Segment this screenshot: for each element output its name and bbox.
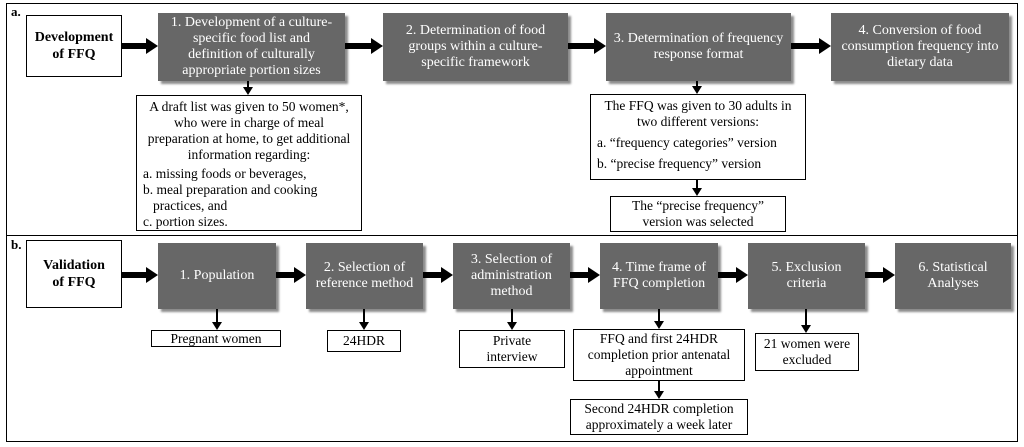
ffq-versions-note: The FFQ was given to 30 adults in two di… — [590, 94, 806, 180]
draft-intro-line3: preparation at home, to get additional — [147, 131, 351, 146]
dev-step-1: 1. Development of a culture- specific fo… — [158, 13, 345, 81]
draft-intro-line2: who were in charge of meal — [173, 115, 325, 130]
dev-step-4-line3: dietary data — [887, 55, 953, 70]
val-step-5-line1: 5. Exclusion — [771, 260, 842, 275]
val-step-4: 4. Time frame of FFQ completion — [600, 243, 718, 309]
panel-a-label: a. — [11, 4, 21, 19]
draft-item-b: b. meal preparation and cooking practice… — [143, 182, 318, 213]
dev-step-1-line2: specific food list and — [192, 31, 310, 46]
dev-step-1-line4: appropriate portion sizes — [182, 63, 321, 78]
exclusion-note: 21 women were excluded — [755, 333, 859, 371]
ffq-version-list: a. “frequency categories” version b. “pr… — [597, 135, 799, 172]
draft-item-c: c. portion sizes. — [143, 214, 228, 229]
val-step-1-line1: 1. Population — [179, 268, 255, 283]
val-step-3-line1: 3. Selection of — [470, 252, 553, 267]
val-step-6-line1: 6. Statistical — [918, 260, 988, 275]
val-step-2-line2: reference method — [315, 276, 414, 291]
ffq-intro-line2: two different versions: — [637, 114, 759, 129]
val-step-6: 6. Statistical Analyses — [895, 243, 1011, 309]
administration-note: Private interview — [459, 330, 565, 368]
timeframe-second-note: Second 24HDR completion approximately a … — [570, 399, 748, 435]
ffq-version-a: a. “frequency categories” version — [597, 135, 777, 150]
dev-step-4-line1: 4. Conversion of food — [858, 23, 982, 38]
val-step-4-line1: 4. Time frame of — [611, 260, 707, 275]
panel-b-label: b. — [11, 237, 22, 252]
draft-item-list: a. missing foods or beverages, b. meal p… — [143, 166, 355, 230]
draft-intro-line4: information regarding: — [187, 147, 311, 162]
timeframe-first-line2: completion prior antenatal — [587, 347, 731, 362]
selected-line2: version was selected — [642, 214, 754, 229]
reference-note-text: 24HDR — [342, 333, 385, 348]
val-step-4-line2: FFQ completion — [612, 276, 706, 291]
dev-step-2-line3: specific framework — [421, 55, 530, 70]
val-step-1: 1. Population — [158, 243, 276, 309]
val-step-3-line2: administration — [471, 268, 552, 283]
val-step-6-line2: Analyses — [927, 276, 979, 291]
dev-step-4: 4. Conversion of food consumption freque… — [831, 13, 1009, 81]
exclusion-line2: excluded — [782, 352, 832, 367]
dev-step-3-line1: 3. Determination of frequency — [613, 31, 784, 46]
reference-note: 24HDR — [327, 330, 401, 352]
panel-validation — [6, 235, 1018, 442]
dev-step-3: 3. Determination of frequency response f… — [606, 13, 791, 81]
val-step-5: 5. Exclusion criteria — [748, 243, 865, 309]
val-step-3-line3: method — [490, 284, 533, 299]
val-step-2: 2. Selection of reference method — [306, 243, 423, 309]
val-step-2-line1: 2. Selection of — [323, 260, 406, 275]
administration-line2: interview — [486, 349, 538, 364]
development-title-line2: of FFQ — [52, 47, 96, 62]
population-note-text: Pregnant women — [170, 330, 262, 346]
ffq-intro-line1: The FFQ was given to 30 adults in — [604, 98, 792, 113]
dev-step-1-line3: definition of culturally — [188, 47, 315, 62]
timeframe-first-line1: FFQ and first 24HDR — [599, 331, 719, 346]
validation-title-line2: of FFQ — [52, 275, 96, 290]
timeframe-second-line2: approximately a week later — [585, 417, 733, 432]
dev-step-1-line1: 1. Development of a culture- — [170, 15, 333, 30]
ffq-version-b: b. “precise frequency” version — [597, 156, 762, 171]
draft-list-note: A draft list was given to 50 women*, who… — [136, 95, 362, 231]
dev-step-2: 2. Determination of food groups within a… — [383, 13, 568, 81]
draft-intro-line1: A draft list was given to 50 women*, — [149, 99, 349, 114]
population-note: Pregnant women — [151, 330, 281, 347]
timeframe-first-note: FFQ and first 24HDR completion prior ant… — [573, 329, 745, 381]
validation-title-line1: Validation — [43, 258, 105, 273]
validation-title-box: Validation of FFQ — [26, 240, 122, 308]
selected-line1: The “precise frequency” — [632, 198, 764, 213]
administration-line1: Private — [492, 333, 532, 348]
timeframe-second-line1: Second 24HDR completion — [584, 401, 734, 416]
timeframe-first-line3: appointment — [625, 363, 693, 378]
exclusion-line1: 21 women were — [763, 336, 851, 351]
val-step-5-line2: criteria — [786, 276, 827, 291]
selected-version-note: The “precise frequency” version was sele… — [610, 196, 786, 232]
development-title-box: Development of FFQ — [26, 15, 122, 77]
draft-item-a: a. missing foods or beverages, — [143, 166, 307, 181]
dev-step-4-line2: consumption frequency into — [841, 39, 999, 54]
dev-step-2-line2: groups within a culture- — [408, 39, 543, 54]
dev-step-2-line1: 2. Determination of food — [405, 23, 546, 38]
development-title-line1: Development — [34, 30, 114, 45]
dev-step-3-line2: response format — [653, 47, 744, 62]
val-step-3: 3. Selection of administration method — [453, 243, 570, 309]
